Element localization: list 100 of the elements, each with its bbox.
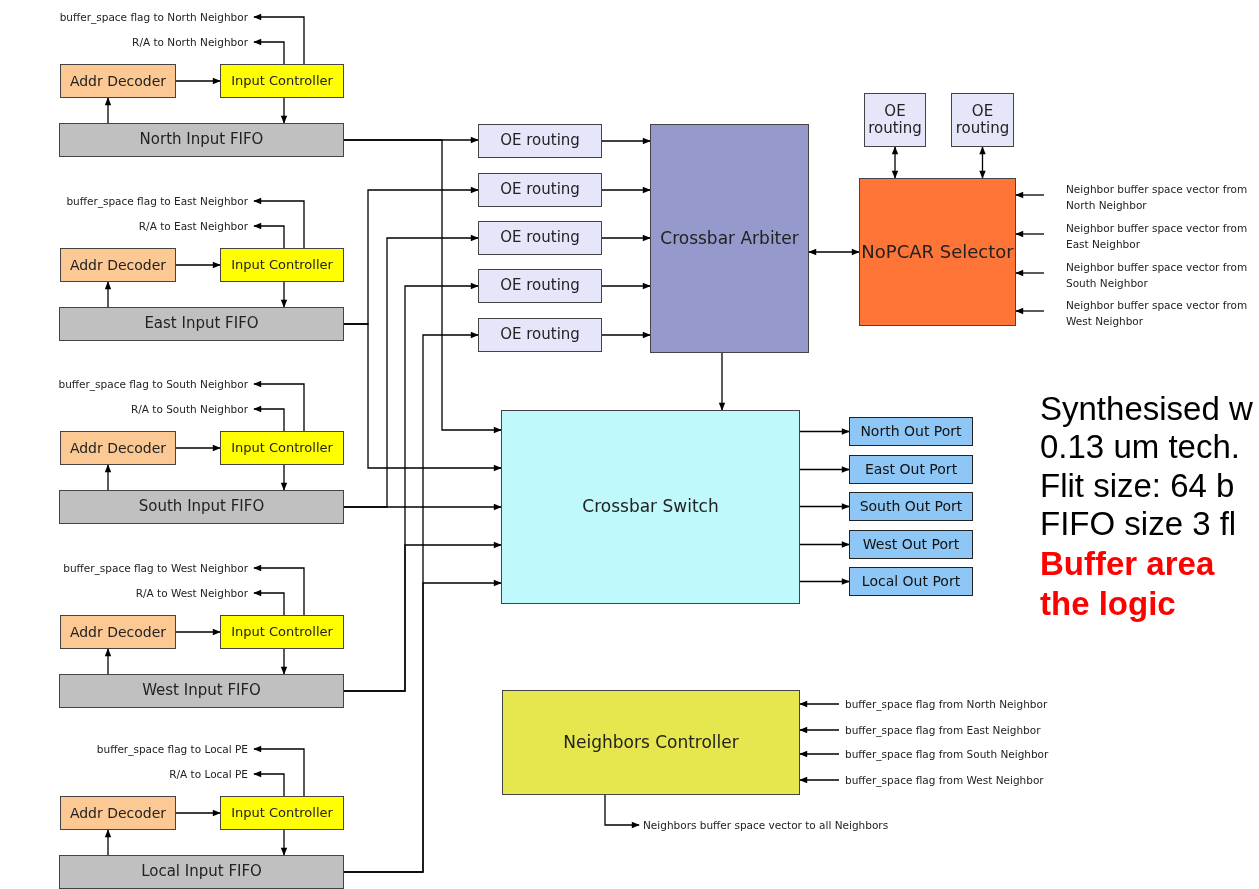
signal-label: R/A to Local PE [169,766,248,782]
arrow [280,281,288,308]
arrow [718,352,726,411]
controller-block: Input Controller [220,796,344,830]
arrow [253,197,305,249]
decoder-block: Addr Decoder [60,431,176,465]
decoder-block: Addr Decoder [60,248,176,282]
arrow [253,564,305,616]
arrow [1015,191,1045,199]
arrow [253,745,305,797]
arrow [601,137,651,145]
arrow [799,428,850,435]
signal-label: buffer_space flag from South Neighbor [845,746,1049,762]
arrow [343,139,502,434]
signal-label: Neighbors buffer space vector to all Neighbors [643,817,889,833]
controller-block: Input Controller [220,248,344,282]
arrow [280,829,288,856]
arrow [280,464,288,491]
port-block: East Out Port [849,455,973,484]
fifo-block: East Input FIFO [59,307,344,341]
signal-label: Neighbor buffer space vector from West Neighbor [1066,297,1256,329]
controller-block: Input Controller [220,431,344,465]
note-text: Flit size: 64 b [1040,467,1235,505]
signal-label: buffer_space flag from East Neighbor [845,722,1041,738]
signal-label: buffer_space flag from North Neighbor [845,696,1048,712]
arrow [280,648,288,675]
arrow [1015,269,1045,277]
signal-label: buffer_space flag from West Neighbor [845,772,1044,788]
decoder-block: Addr Decoder [60,64,176,98]
fifo-block: North Input FIFO [59,123,344,157]
port-block: West Out Port [849,530,973,559]
signal-label: buffer_space flag to East Neighbor [66,193,248,209]
arrow [799,503,850,510]
arrow [175,444,221,452]
arrow [343,323,502,472]
arrow [799,726,840,734]
arrow [253,770,285,797]
arrow [799,700,840,708]
arrow [175,77,221,85]
signal-label: Neighbor buffer space vector from South Neighbor [1066,259,1256,291]
controller-block: Input Controller [220,64,344,98]
arrow [891,146,899,179]
signal-label: buffer_space flag to West Neighbor [63,560,248,576]
arrow [280,97,288,124]
note-text: Synthesised w [1040,390,1253,428]
routing-block: OE routing [478,318,602,352]
arrow [175,809,221,817]
port-block: Local Out Port [849,567,973,596]
fifo-block: South Input FIFO [59,490,344,524]
signal-label: Neighbor buffer space vector from North Neighbor [1066,181,1256,213]
signal-label: buffer_space flag to North Neighbor [59,9,248,25]
arrow [104,648,112,675]
arrow [253,380,305,432]
arrow [799,776,840,784]
routing-block: OE routing [478,173,602,207]
arrow [175,261,221,269]
arrow [979,146,986,179]
arrow [1015,230,1045,238]
arrow [104,829,112,856]
arrow [1015,307,1045,315]
arrow [104,97,112,124]
signal-label: buffer_space flag to South Neighbor [58,376,248,392]
arrow [799,541,850,548]
arrow [799,750,840,758]
arrow [104,281,112,308]
selector-block: NoPCAR Selector [859,178,1016,326]
decoder-block: Addr Decoder [60,615,176,649]
routing-block: OE routing [951,93,1014,147]
arrow [343,579,502,873]
signal-label: Neighbor buffer space vector from East Neighbor [1066,220,1256,252]
note-text: FIFO size 3 fl [1040,505,1237,543]
signal-label: R/A to East Neighbor [138,218,248,234]
controller-block: Neighbors Controller [502,690,800,795]
note-text: the logic [1040,585,1176,623]
arrow [799,466,850,473]
arrow [343,541,502,692]
arrow [343,503,502,511]
arrow [808,248,860,256]
port-block: North Out Port [849,417,973,446]
switch-block: Crossbar Switch [501,410,800,604]
arrow [604,794,640,829]
port-block: South Out Port [849,492,973,521]
arrow [601,331,651,339]
fifo-block: Local Input FIFO [59,855,344,889]
arrow [253,589,285,616]
arbiter-block: Crossbar Arbiter [650,124,809,353]
routing-block: OE routing [478,221,602,255]
arrow [799,578,850,585]
arrow [253,222,285,249]
signal-label: buffer_space flag to Local PE [96,741,248,757]
arrow [601,234,651,242]
note-text: 0.13 um tech. [1040,428,1240,466]
arrow [253,405,285,432]
fifo-block: West Input FIFO [59,674,344,708]
decoder-block: Addr Decoder [60,796,176,830]
note-text: Buffer area [1040,545,1215,583]
signal-label: R/A to North Neighbor [132,34,248,50]
controller-block: Input Controller [220,615,344,649]
routing-block: OE routing [478,269,602,303]
signal-label: R/A to West Neighbor [135,585,248,601]
